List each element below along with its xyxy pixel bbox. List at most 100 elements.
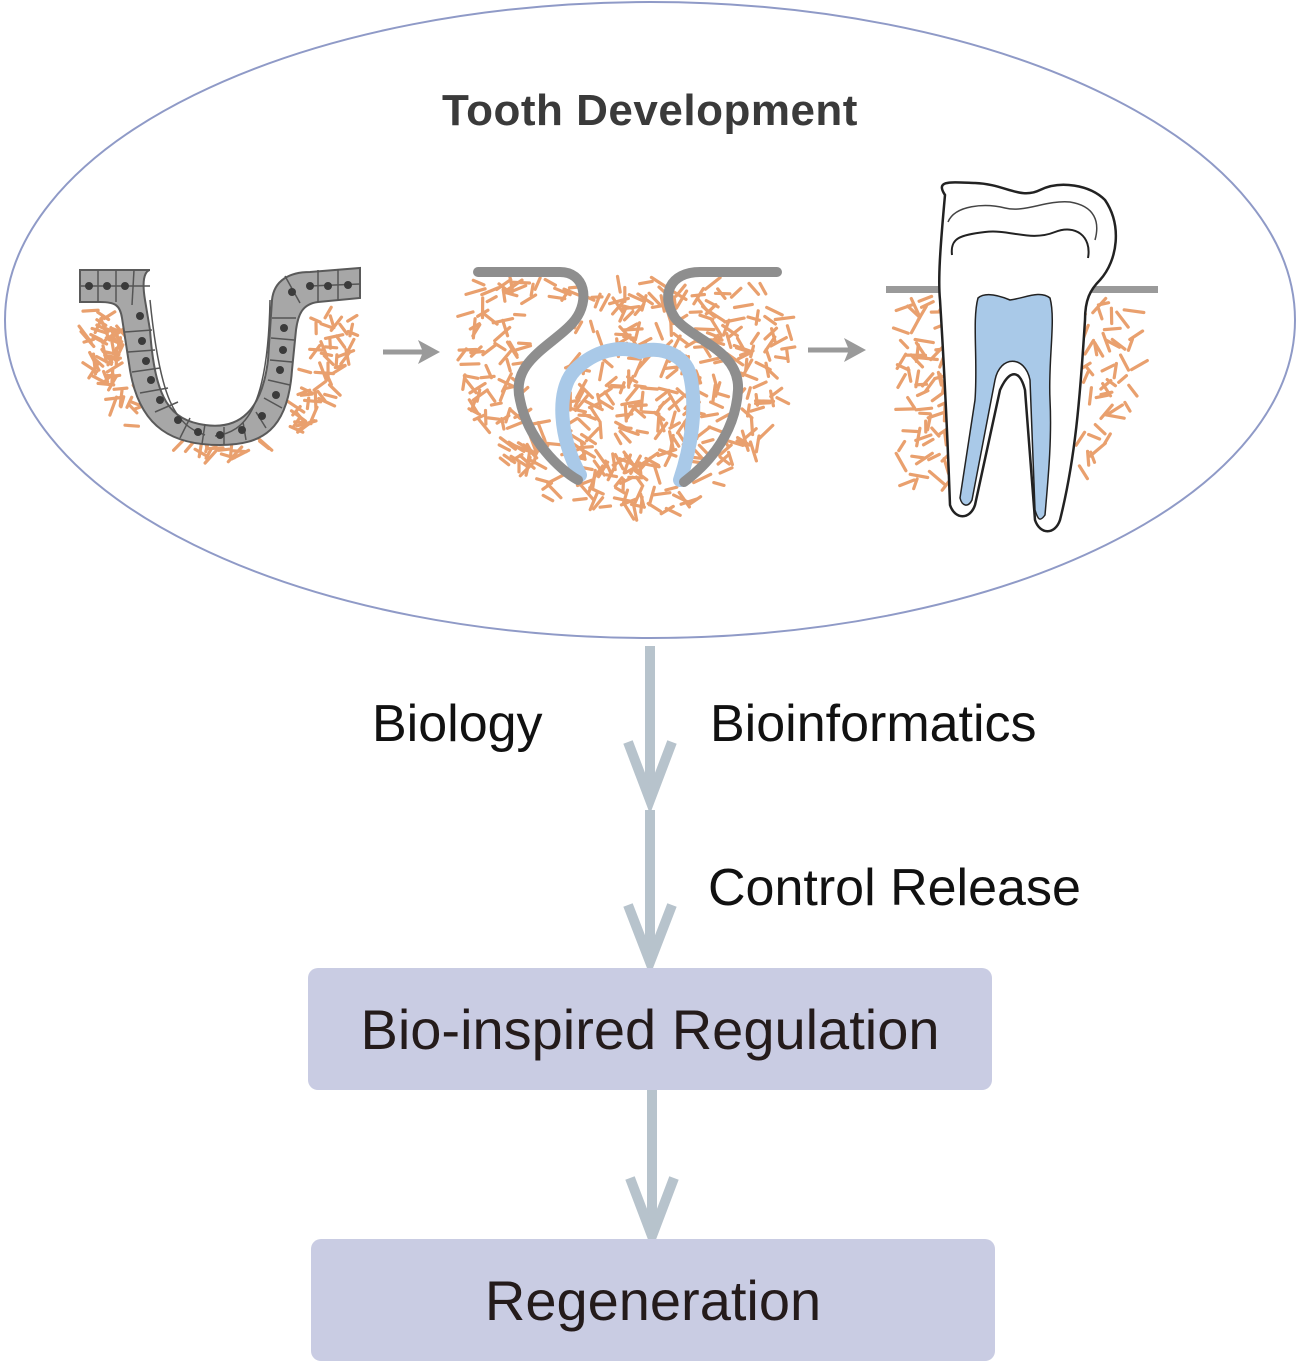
mesenchyme-cell — [568, 406, 588, 414]
mesenchyme-cell — [626, 356, 642, 361]
mesenchyme-cell — [910, 454, 927, 460]
mesenchyme-cell — [909, 297, 921, 317]
mesenchyme-cell — [912, 477, 919, 491]
mesenchyme-cell — [611, 296, 625, 314]
mesenchyme-cell — [732, 302, 754, 310]
mesenchyme-cell — [568, 432, 587, 445]
mesenchyme-cell — [1122, 308, 1146, 315]
mesenchyme-cell — [505, 420, 526, 430]
mesenchyme-cell — [927, 469, 947, 486]
mesenchyme-cell — [1126, 337, 1135, 352]
mesenchyme-cell — [1074, 430, 1087, 447]
mesenchyme-cell — [752, 380, 768, 390]
mesenchyme-cell — [1096, 307, 1104, 321]
mesenchyme-cell — [749, 331, 760, 346]
mesenchyme-cell — [618, 429, 632, 444]
mesenchyme-cell — [754, 360, 772, 372]
mesenchyme-cell — [1081, 370, 1090, 384]
mesenchyme-cell — [669, 319, 674, 337]
mesenchyme-cell — [780, 345, 797, 351]
mesenchyme-cell — [745, 386, 752, 400]
mesenchyme-cell — [742, 427, 758, 441]
mesenchyme-cell — [725, 332, 733, 349]
mesenchyme-cell — [623, 454, 640, 473]
box-regulation-label: Bio-inspired Regulation — [360, 997, 940, 1061]
mesenchyme-cell — [578, 445, 594, 450]
mesenchyme-cell — [467, 398, 480, 416]
mesenchyme-cell — [471, 317, 477, 340]
mesenchyme-cell — [1105, 403, 1125, 417]
mesenchyme-cell — [651, 491, 672, 497]
mesenchyme-cell — [896, 373, 907, 389]
mesenchyme-cell — [918, 411, 932, 416]
mesenchyme-cell — [475, 388, 482, 403]
mesenchyme-cell — [463, 377, 478, 395]
mesenchyme-cell — [476, 308, 490, 318]
mesenchyme-cell — [775, 396, 791, 406]
mesenchyme-cell — [258, 439, 271, 450]
mesenchyme-cell — [547, 294, 567, 301]
mesenchyme-cell — [507, 440, 526, 453]
mesenchyme-cell — [541, 481, 554, 491]
mesenchyme-cell — [476, 416, 492, 435]
mesenchyme-cell — [573, 394, 590, 412]
mesenchyme-cell — [323, 333, 345, 340]
mesenchyme-cell — [703, 276, 722, 291]
mesenchyme-cell — [593, 292, 602, 309]
mesenchyme-cell — [773, 315, 796, 322]
mesenchyme-cell — [650, 304, 665, 309]
mesenchyme-cell — [90, 374, 108, 385]
mesenchyme-cell — [914, 343, 920, 363]
mesenchyme-cell — [711, 383, 717, 404]
mesenchyme-cell — [531, 419, 552, 426]
label-bioinformatics: Bioinformatics — [710, 695, 1037, 753]
mesenchyme-cell — [619, 497, 638, 507]
mesenchyme-cell — [542, 441, 563, 447]
mesenchyme-cell — [704, 303, 718, 316]
mesenchyme-cell — [595, 330, 604, 347]
mesenchyme-cell — [745, 403, 751, 418]
mesenchyme-cell — [919, 300, 935, 309]
mesenchyme-cell — [908, 472, 930, 480]
stage2-bell — [473, 267, 782, 487]
mesenchyme-cell — [553, 286, 572, 297]
mesenchyme-cell — [622, 502, 636, 521]
mesenchyme-cell — [508, 273, 515, 293]
mesenchyme-cell — [913, 337, 935, 345]
mesenchyme-cell — [497, 443, 511, 452]
mesenchyme-cell — [753, 399, 776, 403]
mesenchyme-cell — [123, 423, 140, 428]
mesenchyme-cell — [618, 381, 626, 395]
mesenchyme-cell — [1099, 403, 1114, 420]
mesenchyme-cell — [119, 395, 126, 409]
mesenchyme-cell — [501, 318, 510, 338]
mesenchyme-cell — [1085, 449, 1091, 467]
mesenchyme-cell — [925, 413, 933, 432]
mesenchyme-cell — [459, 362, 481, 366]
mesenchyme-cell — [768, 389, 776, 408]
mesenchyme-cell — [118, 336, 123, 352]
mesenchyme-cell — [718, 455, 731, 466]
mesenchyme-cell — [614, 420, 631, 431]
mesenchyme-cell — [339, 349, 352, 366]
mesenchyme-cell — [457, 347, 478, 352]
mesenchyme-cell — [486, 416, 501, 421]
mesenchyme-cell — [489, 401, 503, 407]
mesenchyme-cell — [898, 478, 916, 488]
mesenchyme-cell — [95, 318, 108, 327]
mesenchyme-cell — [313, 389, 318, 411]
mesenchyme-cell — [108, 395, 119, 417]
mesenchyme-cell — [498, 456, 511, 467]
mesenchyme-cell — [604, 375, 618, 388]
mesenchyme-cell — [535, 477, 550, 484]
box-regeneration: Regeneration — [311, 1239, 995, 1361]
mesenchyme-cell — [663, 365, 681, 370]
mesenchyme-cell — [1112, 361, 1119, 380]
mesenchyme-cell — [618, 303, 635, 310]
mesenchyme-cell — [639, 492, 646, 507]
mesenchyme-cell — [327, 383, 342, 397]
mesenchyme-cell — [107, 326, 127, 342]
mesenchyme-cell — [664, 485, 679, 492]
mesenchyme-cell — [613, 476, 624, 488]
